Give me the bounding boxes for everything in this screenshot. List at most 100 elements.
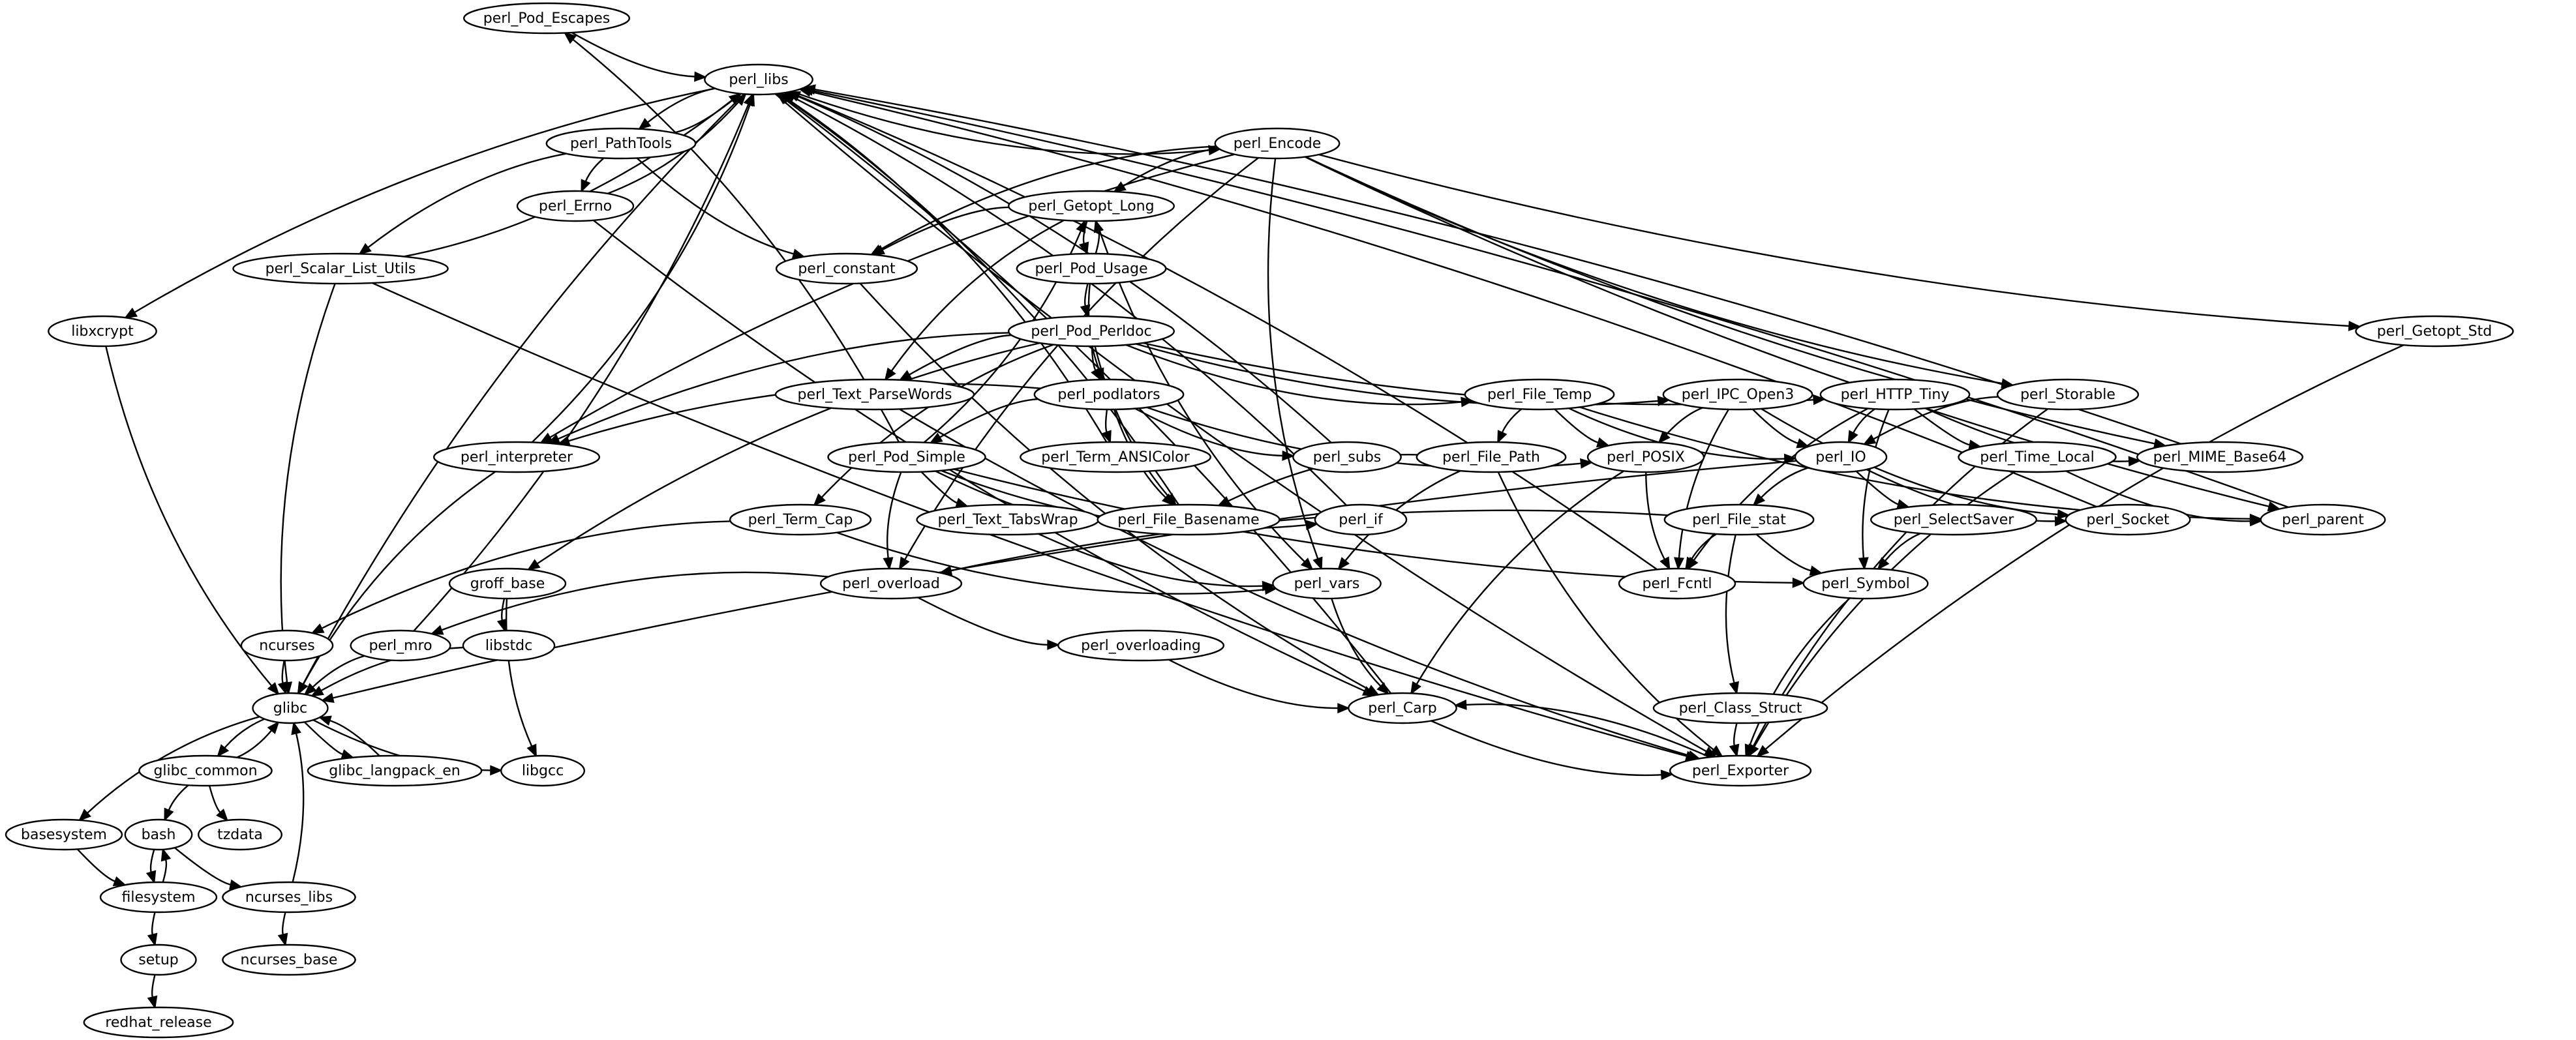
node-label: perl_subs [1313,449,1382,466]
node-label: filesystem [121,889,195,906]
node-label: perl_interpreter [461,449,573,466]
edge-line [1466,703,1710,758]
node-perl-vars: perl_vars [1272,567,1382,600]
node-ellipse [83,1006,234,1039]
edge-perl-pod-perldoc-to-perl-text-parsewords [898,334,1012,381]
arrowhead [358,243,372,256]
node-glibc-common: glibc_common [138,754,273,787]
arrowhead [277,681,288,695]
node-label: setup [138,952,179,968]
node-label: perl_Getopt_Long [1028,198,1154,215]
node-label: perl_libs [729,72,788,88]
edge-line [939,398,1038,438]
arrowhead [1366,685,1380,696]
edge-perl-overload-to-perl-overloading [917,597,1060,650]
node-label: perl_Term_ANSIColor [1041,449,1190,466]
edge-perl-pod-simple-to-perl-pod-escapes [563,31,900,443]
edge-line [1305,156,2155,445]
arrowhead [813,493,826,507]
edge-line [1755,533,1811,572]
edge-perl-ipc-open3-to-perl-fcntl [1673,409,1730,571]
edge-perl-http-tiny-to-perl-io [1847,408,1875,444]
edge-perl-pathtools-to-perl-constant [636,157,806,259]
edge-perl-pod-perldoc-to-perl-file-basename [1094,346,1177,507]
node-ellipse [1097,503,1280,536]
edge-perl-class-struct-to-perl-exporter [1729,722,1740,758]
edge-line [505,598,533,747]
edge-filesystem-to-setup [147,912,158,947]
arrowhead [145,870,157,884]
edge-line [1853,408,1875,434]
node-perl-if: perl_if [1314,503,1408,536]
arrowhead [898,556,910,571]
arrowhead [1300,557,1314,571]
node-perl-io: perl_IO [1794,441,1888,473]
arrowhead [1792,577,1806,588]
edge-line [1267,158,1319,559]
edge-line [1305,156,2003,385]
node-label: libxcrypt [71,323,134,340]
edge-line [1416,470,1625,685]
node-perl-exporter: perl_Exporter [1669,754,1812,787]
edge-line [1751,408,1798,445]
node-ellipse [1348,692,1457,724]
node-glibc: glibc [252,692,329,724]
node-filesystem: filesystem [99,881,218,914]
node-label: perl_SelectSaver [1894,512,2015,528]
arrowhead [638,117,652,130]
edge-glibc-common-to-bash [164,784,189,822]
arrowhead [776,93,790,105]
node-label: ncurses_libs [245,889,333,906]
arrowhead [2128,456,2142,467]
node-ellipse [462,629,556,662]
edge-line [920,471,958,504]
arrowhead [1729,743,1740,758]
node-perl-parent: perl_parent [2260,503,2386,536]
node-perl-libs: perl_libs [704,63,813,96]
arrowhead [1744,743,1755,758]
edge-perl-exporter-to-perl-carp [1453,699,1710,758]
edge-line [441,571,828,631]
node-label: perl_Fcntl [1642,576,1712,592]
node-perl-pod-escapes: perl_Pod_Escapes [463,2,631,35]
edge-line [1884,532,1921,562]
arrowhead [291,721,301,735]
arrowhead [581,179,591,193]
arrowhead [1685,556,1696,571]
arrowhead [1262,580,1275,591]
node-ellipse [775,252,918,285]
edge-line [787,98,1179,505]
node-perl-podlators: perl_podlators [1033,378,1185,411]
edge-perl-fcntl-to-perl-libs [787,91,1658,571]
node-label: basesystem [21,827,107,843]
arrowhead [884,367,896,381]
arrowhead [2057,509,2070,520]
node-label: perl_Symbol [1821,576,1910,592]
node-label: perl_File_stat [1692,512,1786,528]
node-label: perl_Encode [1234,136,1322,152]
node-label: perl_Pod_Simple [848,449,965,466]
edge-perl-socket-to-perl-libs [798,86,2097,508]
node-ellipse [198,818,283,851]
arrowhead [1337,557,1350,571]
node-perl-subs: perl_subs [1292,441,1402,473]
node-label: perl_vars [1294,576,1360,592]
arrowhead [303,683,317,696]
node-ellipse [1214,127,1341,160]
node-perl-time-local: perl_Time_Local [1958,441,2117,473]
edge-line [174,847,231,885]
edge-line [881,206,1009,251]
edge-perl-http-tiny-to-perl-symbol [1858,409,1890,571]
arrowhead [1101,430,1112,444]
edge-ncurses-to-glibc [277,660,288,695]
node-perl-carp: perl_Carp [1348,692,1457,724]
node-perl-encode: perl_Encode [1214,127,1341,160]
node-label: perl_Errno [539,198,612,215]
arrowhead [2348,320,2361,331]
edge-line [224,718,265,749]
node-ncurses-libs: ncurses_libs [222,881,356,914]
arrowhead [563,31,577,44]
node-perl-getopt-long: perl_Getopt_Long [1007,190,1175,222]
node-libstdc: libstdc [462,629,556,662]
edge-glibc-common-to-glibc [236,721,280,758]
